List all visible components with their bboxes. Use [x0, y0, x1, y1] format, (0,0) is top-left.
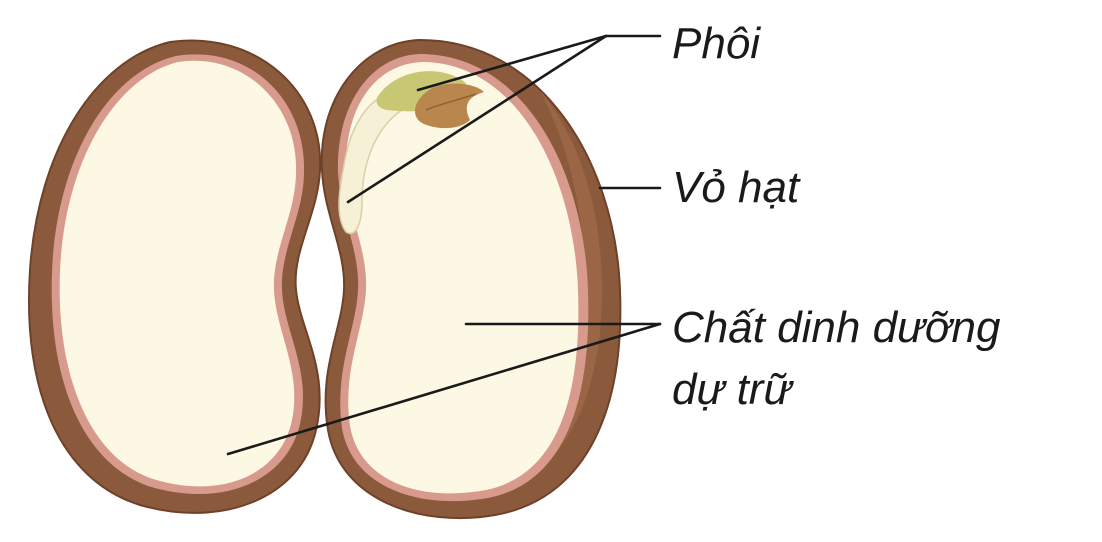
right-nutrient-tissue: [345, 62, 579, 494]
nutrient-leader-diagonal: [226, 322, 662, 456]
right-cotyledon: [320, 38, 622, 519]
embryo-leader-to-leaf: [416, 34, 608, 92]
leader-lines: [226, 34, 662, 456]
labels: Phôi Vỏ hạt Chất dinh dưỡng dự trữ: [672, 19, 1001, 414]
embryo-label: Phôi: [672, 19, 761, 68]
left-nutrient-tissue: [59, 60, 297, 487]
left-cotyledon: [28, 39, 322, 514]
embryo-leaf-vein: [425, 93, 477, 111]
nutrient-label-line2: dự trữ: [672, 365, 794, 414]
embryo-leader-to-radicle: [346, 34, 608, 204]
embryo-leaf-brown: [414, 83, 484, 129]
seed-coat-label: Vỏ hạt: [672, 163, 801, 212]
nutrient-label-line1: Chất dinh dưỡng: [672, 303, 1001, 352]
